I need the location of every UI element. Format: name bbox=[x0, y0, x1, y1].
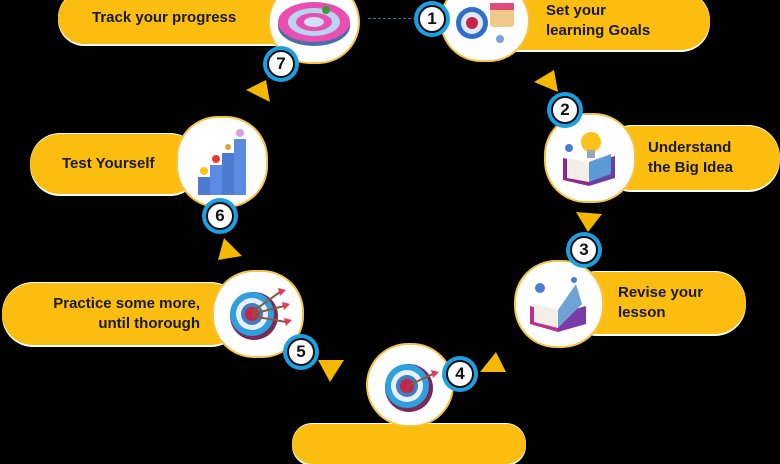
lightbulb-book-icon bbox=[563, 132, 615, 186]
step-5-icon-circle bbox=[212, 270, 304, 358]
step-1-icon-circle bbox=[440, 0, 530, 62]
arrow-1-to-2-icon bbox=[534, 70, 558, 92]
arrow-2-to-3-icon bbox=[576, 212, 602, 232]
step-2-label-line2: the Big Idea bbox=[648, 159, 734, 176]
step-1-label-line1: Set your bbox=[546, 2, 607, 19]
step-5-label-line2: until thorough bbox=[98, 315, 200, 332]
step-1-label-line2: learning Goals bbox=[546, 22, 651, 39]
step-4-badge: 4 bbox=[446, 360, 474, 388]
step-6-icon-circle bbox=[176, 116, 268, 208]
arrow-7-to-1-icon bbox=[246, 80, 270, 102]
step-1-badge: 1 bbox=[418, 5, 446, 33]
step-7-label: Track your progress bbox=[92, 9, 237, 26]
arrow-5-to-6-icon bbox=[218, 238, 242, 260]
step-4-pill bbox=[292, 424, 526, 464]
step-6-pill: Test Yourself bbox=[30, 134, 200, 194]
target-multiple-arrows-icon bbox=[230, 288, 292, 340]
step-5-label-line1: Practice some more, bbox=[53, 295, 200, 312]
progress-dial-icon bbox=[278, 2, 350, 46]
step-3-badge: 3 bbox=[570, 236, 598, 264]
step-5-pill: Practice some more, until thorough bbox=[2, 283, 242, 345]
target-arrow-icon bbox=[385, 364, 439, 412]
step-5-badge: 5 bbox=[287, 338, 315, 366]
step-6-label: Test Yourself bbox=[62, 155, 155, 172]
step-3-label-line2: lesson bbox=[618, 304, 666, 321]
step-3-icon-circle bbox=[514, 260, 604, 348]
step-2-icon-circle bbox=[544, 113, 636, 203]
step-2-badge: 2 bbox=[551, 96, 579, 124]
target-calendar-icon bbox=[456, 3, 514, 43]
step-4-icon-circle bbox=[366, 343, 454, 427]
stairs-icon bbox=[198, 129, 246, 195]
arrow-4-to-5-icon bbox=[318, 360, 344, 382]
connector-7-to-1 bbox=[368, 18, 416, 19]
step-7-badge: 7 bbox=[267, 50, 295, 78]
step-2-label-line1: Understand bbox=[648, 139, 732, 156]
step-3-label-line1: Revise your bbox=[618, 284, 704, 301]
step-6-badge: 6 bbox=[206, 202, 234, 230]
open-book-icon bbox=[530, 277, 586, 332]
arrow-3-to-4-icon bbox=[480, 352, 506, 372]
